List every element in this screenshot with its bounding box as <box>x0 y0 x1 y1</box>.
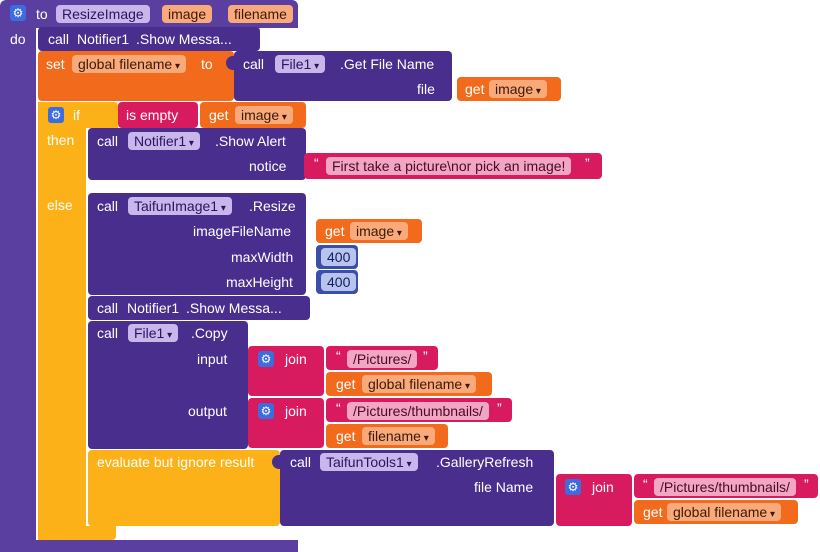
call-notifier-show-message-block[interactable] <box>88 296 310 320</box>
arg-label-output: output <box>188 403 227 419</box>
socket-notch <box>226 56 236 70</box>
method-name: .Show Messa... <box>136 31 232 47</box>
method-name: .Get File Name <box>340 56 435 72</box>
set-label: set <box>46 56 65 72</box>
procedure-param-filename[interactable]: filename <box>228 5 293 23</box>
procedure-bottom <box>0 540 298 552</box>
component-name: Notifier1 <box>127 300 180 316</box>
call-label: call <box>97 133 119 149</box>
get-label: get <box>336 428 356 444</box>
set-variable-dropdown[interactable]: global filename <box>72 55 186 73</box>
arg-label-maxwidth: maxWidth <box>231 249 294 265</box>
else-label: else <box>47 197 73 213</box>
procedure-param-image[interactable]: image <box>162 5 213 23</box>
arg-label-input: input <box>197 351 228 367</box>
method-name: .Show Messa... <box>186 300 282 316</box>
get-variable-dropdown[interactable]: global filename <box>667 503 781 521</box>
arg-label-imagefilename: imageFileName <box>193 223 292 239</box>
open-quote-icon: “ <box>643 476 648 492</box>
if-gear-icon[interactable]: ⚙ <box>48 107 64 123</box>
if-label: if <box>73 107 80 123</box>
component-dropdown-file1[interactable]: File1 <box>275 55 326 73</box>
procedure-do-label: do <box>10 31 26 47</box>
call-file-get-file-name-block[interactable] <box>234 51 452 101</box>
call-label: call <box>97 300 119 316</box>
call-label: call <box>48 31 70 47</box>
get-variable-dropdown[interactable]: global filename <box>362 375 476 393</box>
get-variable-dropdown[interactable]: image <box>235 106 293 124</box>
get-variable-dropdown[interactable]: filename <box>362 427 435 445</box>
arg-label-file: file <box>417 81 435 97</box>
open-quote-icon: “ <box>314 155 319 171</box>
call-notifier-show-message-block[interactable] <box>38 27 260 51</box>
open-quote-icon: “ <box>336 400 341 416</box>
is-empty-label: is empty <box>126 107 179 123</box>
number-value-maxheight[interactable]: 400 <box>321 273 357 291</box>
procedure-gear-icon[interactable]: ⚙ <box>10 5 26 21</box>
set-to-label: to <box>201 56 213 72</box>
join-label: join <box>285 403 307 419</box>
evaluate-but-ignore-block[interactable] <box>88 450 280 526</box>
socket-notch <box>272 455 282 469</box>
join-gear-icon[interactable]: ⚙ <box>258 403 274 419</box>
get-label: get <box>325 223 345 239</box>
close-quote-icon: ” <box>423 348 428 364</box>
call-label: call <box>243 56 265 72</box>
component-dropdown-taifunimage1[interactable]: TaifunImage1 <box>128 197 232 215</box>
open-quote-icon: “ <box>336 348 341 364</box>
get-label: get <box>643 504 663 520</box>
if-block-bottom <box>38 526 116 540</box>
close-quote-icon: ” <box>585 155 590 171</box>
component-dropdown-file1[interactable]: File1 <box>128 324 179 342</box>
number-value-maxwidth[interactable]: 400 <box>321 248 357 266</box>
join-gear-icon[interactable]: ⚙ <box>565 479 581 495</box>
call-file-copy-block[interactable] <box>88 321 248 449</box>
method-name: .Show Alert <box>215 133 286 149</box>
get-label: get <box>209 107 229 123</box>
get-label: get <box>465 81 485 97</box>
get-variable-dropdown[interactable]: image <box>489 80 547 98</box>
then-label: then <box>47 132 75 148</box>
close-quote-icon: ” <box>497 400 502 416</box>
get-variable-dropdown[interactable]: image <box>350 222 408 240</box>
if-block-rail <box>38 102 86 540</box>
method-name: .GalleryRefresh <box>436 454 534 470</box>
procedure-name-field[interactable]: ResizeImage <box>56 5 150 23</box>
is-empty-block[interactable] <box>118 102 198 128</box>
join-label: join <box>592 479 614 495</box>
method-name: .Resize <box>249 198 296 214</box>
procedure-body-rail <box>0 26 36 542</box>
method-name: .Copy <box>191 325 228 341</box>
text-string-value[interactable]: First take a picture\nor pick an image! <box>326 157 572 175</box>
call-label: call <box>97 325 119 341</box>
arg-label-filename: file Name <box>474 479 534 495</box>
text-string-value[interactable]: /Pictures/ <box>347 350 418 368</box>
join-gear-icon[interactable]: ⚙ <box>258 351 274 367</box>
call-label: call <box>290 454 312 470</box>
component-dropdown-taifuntools1[interactable]: TaifunTools1 <box>320 453 418 471</box>
text-string-value[interactable]: /Pictures/thumbnails/ <box>347 402 489 420</box>
procedure-to-label: to <box>36 6 48 22</box>
arg-label-notice: notice <box>249 158 287 174</box>
join-label: join <box>285 351 307 367</box>
get-label: get <box>336 376 356 392</box>
evaluate-label: evaluate but ignore result <box>97 454 255 470</box>
close-quote-icon: ” <box>804 476 809 492</box>
arg-label-maxheight: maxHeight <box>226 274 293 290</box>
call-label: call <box>97 198 119 214</box>
component-dropdown-notifier1[interactable]: Notifier1 <box>128 132 200 150</box>
text-string-value[interactable]: /Pictures/thumbnails/ <box>654 478 796 496</box>
component-name: Notifier1 <box>77 31 130 47</box>
